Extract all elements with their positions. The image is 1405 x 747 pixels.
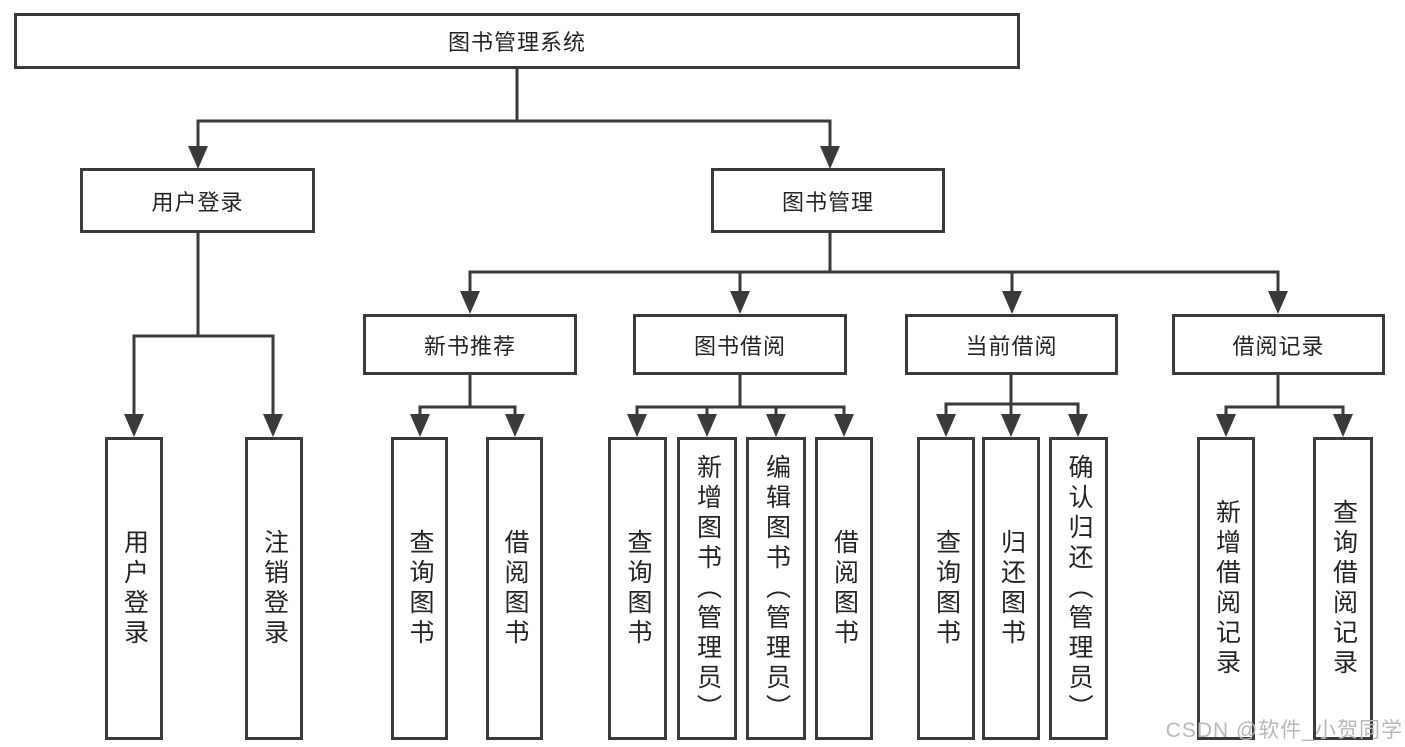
node-current-borrowing: 当前借阅 [905, 314, 1118, 375]
node-leaf-borrow-books-recommend: 借阅图书 [486, 437, 543, 740]
csdn-watermark: CSDN @软件_小贺同学 [1165, 719, 1403, 742]
node-leaf-add-books-admin: 新增图书（管理员） [677, 437, 737, 740]
node-new-book-recommendation: 新书推荐 [363, 314, 577, 375]
node-leaf-query-borrow-record: 查询借阅记录 [1313, 437, 1373, 740]
node-leaf-query-books-current: 查询图书 [917, 437, 975, 740]
node-book-management: 图书管理 [711, 168, 945, 233]
node-leaf-borrow-books: 借阅图书 [815, 437, 873, 740]
node-leaf-add-borrow-record: 新增借阅记录 [1197, 437, 1255, 740]
node-leaf-confirm-return-admin: 确认归还（管理员） [1049, 437, 1108, 740]
node-leaf-return-books: 归还图书 [982, 437, 1040, 740]
node-borrowing-records: 借阅记录 [1172, 314, 1385, 375]
node-leaf-user-login: 用户登录 [105, 437, 163, 740]
node-leaf-query-books-recommend: 查询图书 [391, 437, 448, 740]
node-leaf-edit-books-admin: 编辑图书（管理员） [746, 437, 806, 740]
node-root-library-management-system: 图书管理系统 [14, 13, 1020, 69]
node-book-borrowing: 图书借阅 [633, 314, 847, 375]
node-leaf-logout: 注销登录 [245, 437, 303, 740]
node-leaf-query-books-borrowing: 查询图书 [608, 437, 667, 740]
node-user-login: 用户登录 [80, 168, 315, 233]
